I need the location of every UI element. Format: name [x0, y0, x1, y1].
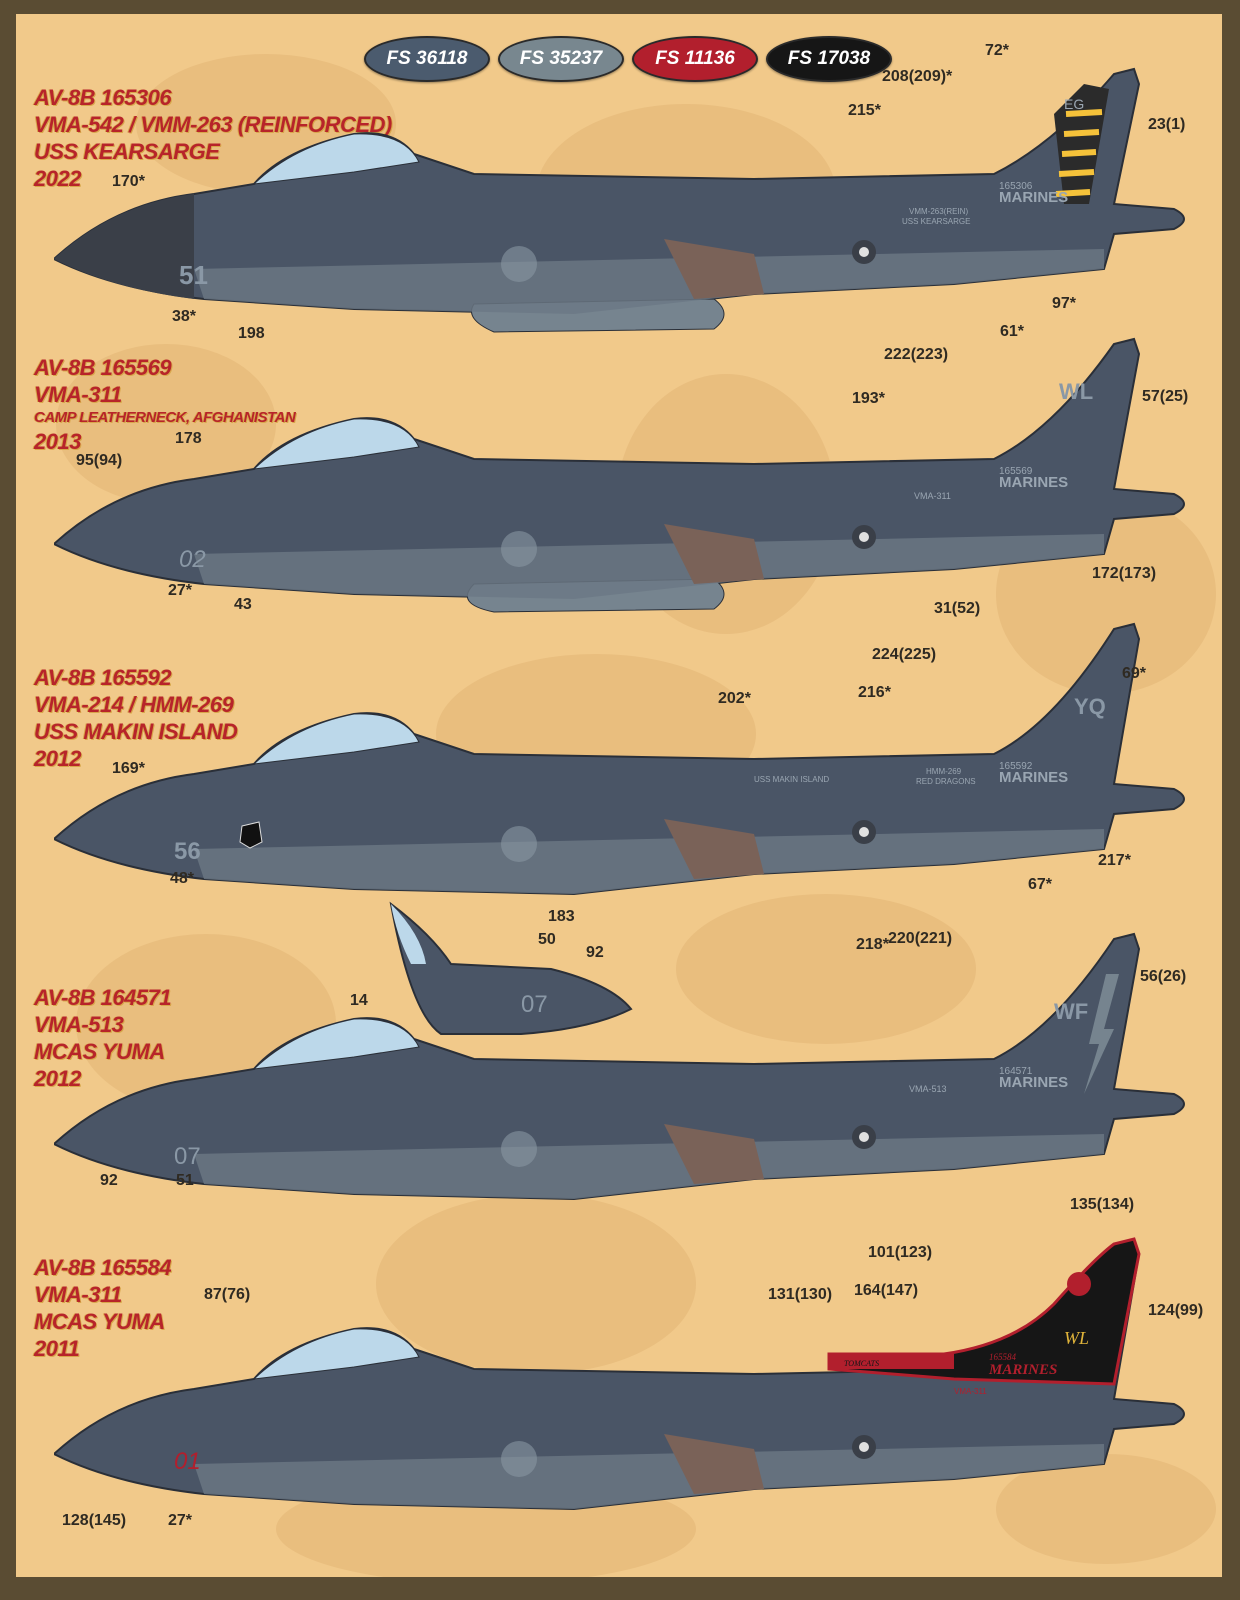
decal-callout: 72*	[985, 42, 1010, 59]
paint-chip-fs36118: FS 36118	[364, 36, 490, 82]
svg-text:MARINES: MARINES	[999, 474, 1068, 491]
decal-callout: 170*	[112, 173, 145, 190]
decal-callout: 97*	[1052, 295, 1077, 312]
harrier-silhouette-5	[54, 1237, 1185, 1511]
decal-callout: 183	[548, 908, 575, 925]
decal-callout: 131(130)	[768, 1286, 833, 1303]
svg-text:01: 01	[174, 1448, 201, 1475]
decal-callout: 164(147)	[854, 1282, 919, 1299]
decal-callout: 51	[176, 1172, 194, 1189]
decal-callout: 224(225)	[872, 646, 937, 663]
harrier-silhouette-4	[54, 932, 1185, 1201]
svg-text:RED DRAGONS: RED DRAGONS	[916, 777, 976, 786]
decal-callout: 215*	[848, 102, 881, 119]
decal-callout: 61*	[1000, 323, 1025, 340]
paint-chip-fs17038: FS 17038	[766, 36, 892, 82]
svg-text:VMA-513: VMA-513	[909, 1084, 947, 1094]
decal-callout: 135(134)	[1070, 1196, 1135, 1213]
decal-callout: 38*	[172, 308, 197, 325]
decal-callout: 193*	[852, 390, 885, 407]
svg-text:MARINES: MARINES	[999, 769, 1068, 786]
decal-callout: 56(26)	[1140, 968, 1187, 985]
decal-callout: 23(1)	[1148, 116, 1186, 133]
modex: 51	[179, 260, 208, 290]
decal-callout: 169*	[112, 760, 145, 777]
svg-text:164571: 164571	[999, 1066, 1033, 1077]
decal-callout: 92	[586, 944, 604, 961]
decal-callout: 69*	[1122, 665, 1147, 682]
aircraft-4-title: AV-8B 164571 VMA-513 MCAS YUMA 2012	[34, 985, 172, 1091]
svg-text:USS MAKIN ISLAND: USS MAKIN ISLAND	[754, 775, 829, 784]
decal-callout: 14	[350, 992, 368, 1009]
decal-callout: 50	[538, 931, 556, 948]
svg-text:07: 07	[521, 991, 548, 1018]
decal-callout: 27*	[168, 582, 193, 599]
paint-chip-fs35237: FS 35237	[498, 36, 624, 82]
decal-callout: 101(123)	[868, 1244, 933, 1261]
paint-chip-legend: FS 36118 FS 35237 FS 11136 FS 17038	[364, 36, 892, 82]
decal-callout: 222(223)	[884, 346, 949, 363]
svg-text:TOMCATS: TOMCATS	[844, 1359, 879, 1368]
svg-text:07: 07	[174, 1143, 201, 1170]
decal-callout: 27*	[168, 1512, 193, 1529]
harrier-silhouette-1	[54, 67, 1185, 333]
svg-text:165569: 165569	[999, 466, 1033, 477]
aircraft-4-profile: 07 164571 MARINES WF VMA-513	[54, 932, 1185, 1201]
decal-callout: 124(99)	[1148, 1302, 1204, 1319]
svg-text:165584: 165584	[989, 1352, 1017, 1362]
aircraft-2-title: AV-8B 165569 VMA-311 CAMP LEATHERNECK, A…	[34, 355, 296, 454]
decal-callout: 92	[100, 1172, 118, 1189]
decal-callout: 57(25)	[1142, 388, 1189, 405]
svg-text:USS KEARSARGE: USS KEARSARGE	[902, 217, 970, 226]
svg-text:HMM-269: HMM-269	[926, 767, 962, 776]
svg-text:MARINES: MARINES	[999, 189, 1068, 206]
svg-text:MARINES: MARINES	[999, 1074, 1068, 1091]
harrier-silhouette-3	[54, 622, 1185, 896]
aircraft-5-title: AV-8B 165584 VMA-311 MCAS YUMA 2011	[34, 1255, 172, 1361]
svg-text:165592: 165592	[999, 761, 1033, 772]
aircraft-3-title: AV-8B 165592 VMA-214 / HMM-269 USS MAKIN…	[34, 665, 238, 771]
svg-text:YQ: YQ	[1074, 694, 1106, 719]
decal-sheet: FS 36118 FS 35237 FS 11136 FS 17038 AV-8…	[16, 14, 1222, 1577]
svg-text:VMA-311: VMA-311	[954, 1387, 987, 1396]
decal-callout: 95(94)	[76, 452, 123, 469]
svg-text:VMA-311: VMA-311	[914, 491, 951, 501]
svg-text:165306: 165306	[999, 181, 1033, 192]
svg-text:WL: WL	[1064, 1328, 1089, 1348]
decal-callout: 217*	[1098, 852, 1131, 869]
decal-callout: 43	[234, 596, 252, 613]
aircraft-4-nose-inset: 07	[389, 901, 633, 1035]
decal-callout: 31(52)	[934, 600, 981, 617]
svg-text:02: 02	[179, 546, 206, 573]
decal-callout: 198	[238, 325, 265, 342]
decal-callout: 87(76)	[204, 1286, 251, 1303]
decal-callout: 178	[175, 430, 202, 447]
aircraft-1-profile: 51 165306 MARINES EG VMM-263(REIN) USS K…	[54, 67, 1185, 333]
decal-callout: 216*	[858, 684, 891, 701]
svg-text:WF: WF	[1054, 999, 1088, 1024]
aircraft-3-profile: 56 165592 MARINES YQ USS MAKIN ISLAND HM…	[54, 622, 1185, 896]
harrier-silhouette-2	[54, 337, 1185, 613]
decal-callout: 202*	[718, 690, 751, 707]
decal-callout: 172(173)	[1092, 565, 1157, 582]
decal-callout: 128(145)	[62, 1512, 127, 1529]
aircraft-1-title: AV-8B 165306 VMA-542 / VMM-263 (REINFORC…	[34, 85, 392, 191]
decal-callout: 220(221)	[888, 930, 953, 947]
decal-callout: 208(209)*	[882, 68, 953, 85]
aircraft-2-profile: 02 165569 MARINES WL VMA-311	[54, 337, 1185, 613]
svg-text:VMM-263(REIN): VMM-263(REIN)	[909, 207, 968, 216]
svg-text:MARINES: MARINES	[988, 1362, 1057, 1378]
aircraft-5-profile: 01 165584 MARINES WL TOMCATS VMA-311	[54, 1237, 1185, 1511]
paint-chip-fs11136: FS 11136	[632, 36, 758, 82]
svg-text:WL: WL	[1059, 379, 1093, 404]
svg-text:56: 56	[174, 838, 201, 865]
decal-callout: 48*	[170, 870, 195, 887]
decal-callout: 67*	[1028, 876, 1053, 893]
decal-callout: 218*	[856, 936, 889, 953]
svg-text:EG: EG	[1064, 96, 1084, 112]
